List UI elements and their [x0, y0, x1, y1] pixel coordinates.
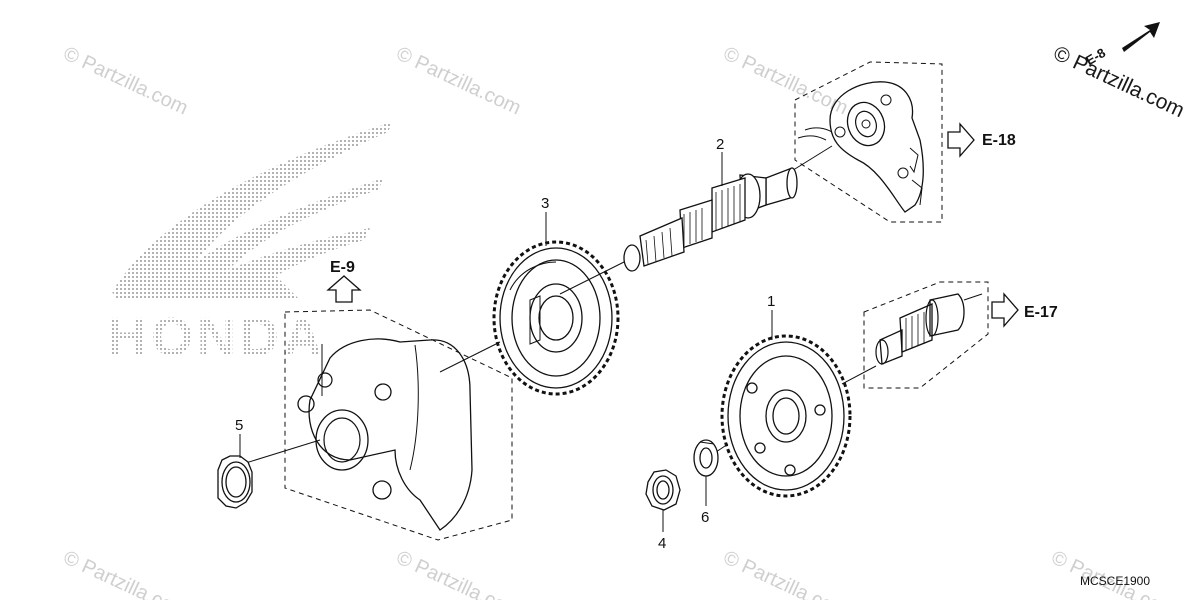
watermark-text: © Partzilla.com: [60, 43, 191, 120]
corner-reference-arrow: E-8: [1083, 22, 1160, 68]
ref-label-e9: E-9: [330, 259, 355, 276]
callout-part-6: 6: [701, 509, 709, 526]
watermark-text: © Partzilla.com: [720, 43, 851, 120]
ref-arrow-e9: E-9: [326, 259, 362, 303]
callout-part-3: 3: [541, 195, 549, 212]
watermark-text: © Partzilla.com: [720, 547, 851, 600]
cover-assembly-group: [794, 61, 943, 223]
washer-part-6: [693, 439, 719, 477]
ref-label-e18: E-18: [982, 132, 1016, 149]
nut-part-5: [217, 455, 253, 509]
mainshaft-assembly-group: [863, 281, 989, 389]
callout-part-1: 1: [767, 293, 775, 310]
gear-part-3: [439, 240, 620, 396]
ref-arrow-e18: E-18: [947, 122, 1016, 158]
watermark-text: © Partzilla.com: [393, 43, 524, 120]
watermark-text-dark: © Partzilla.com: [1050, 42, 1188, 123]
nut-part-4: [645, 469, 681, 511]
honda-logo-text: HONDA: [108, 307, 326, 367]
callout-part-2: 2: [716, 136, 724, 153]
ref-label-e17: E-17: [1024, 304, 1058, 321]
dashed-box-e17: [863, 281, 989, 389]
honda-wing-logo: HONDA: [108, 122, 392, 367]
dashed-box-e18: [794, 61, 943, 223]
countershaft-part: [559, 145, 833, 295]
callout-part-4: 4: [658, 535, 666, 552]
diagram-code: MCSCE1900: [1080, 574, 1150, 588]
ref-arrow-e17: E-17: [991, 292, 1058, 328]
watermark-text: © Partzilla.com: [60, 547, 191, 600]
case-assembly-group: [235, 309, 513, 541]
watermark-text: © Partzilla.com: [393, 547, 524, 600]
callout-part-5: 5: [235, 417, 243, 434]
leader-lines: [239, 152, 773, 532]
dashed-box-e9: [284, 309, 513, 541]
gear-part-1: [715, 334, 877, 498]
